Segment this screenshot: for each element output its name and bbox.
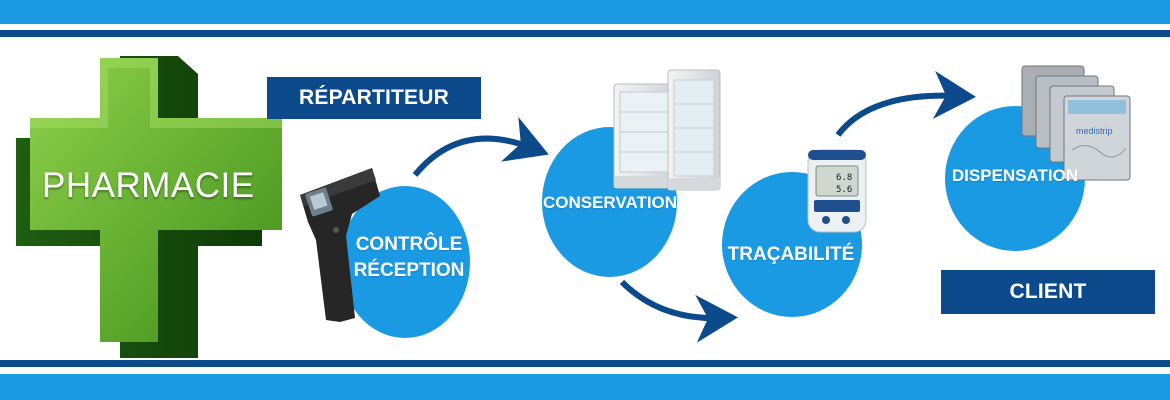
arrow-conservation-to-tracabilite — [619, 279, 738, 343]
medical-refrigerator-icon — [613, 69, 721, 191]
arrow-reception-to-conservation — [412, 116, 549, 177]
temperature-logger-icon: 6.8 5.6 — [807, 149, 867, 233]
pack-brand: medistrip — [1076, 126, 1113, 136]
step-label-dispensation: DISPENSATION — [951, 166, 1079, 185]
infrared-thermometer-icon — [300, 168, 380, 322]
logger-reading-1: 6.8 — [836, 173, 852, 183]
top-band-dark — [0, 30, 1170, 37]
arrow-tracabilite-to-dispensation — [835, 70, 976, 137]
top-band-light — [0, 0, 1170, 24]
cross-label: PHARMACIE — [42, 166, 255, 205]
pharmacy-cross-icon — [16, 56, 282, 358]
bottom-band-light — [0, 374, 1170, 400]
medicine-packs-icon: medistrip — [1021, 65, 1131, 181]
step-label-reception-line1: CONTRÔLE — [355, 234, 463, 255]
logger-reading-2: 5.6 — [836, 185, 852, 195]
step-label-reception: CONTRÔLE RÉCEPTION — [344, 232, 474, 284]
bottom-band-dark — [0, 360, 1170, 367]
step-label-conservation: CONSERVATION — [542, 193, 678, 212]
step-label-tracabilite: TRAÇABILITÉ — [727, 244, 855, 265]
repartiteur-label: RÉPARTITEUR — [267, 77, 481, 119]
step-circle-reception — [340, 186, 470, 338]
client-label: CLIENT — [941, 270, 1155, 314]
step-label-reception-line2: RÉCEPTION — [353, 260, 465, 281]
